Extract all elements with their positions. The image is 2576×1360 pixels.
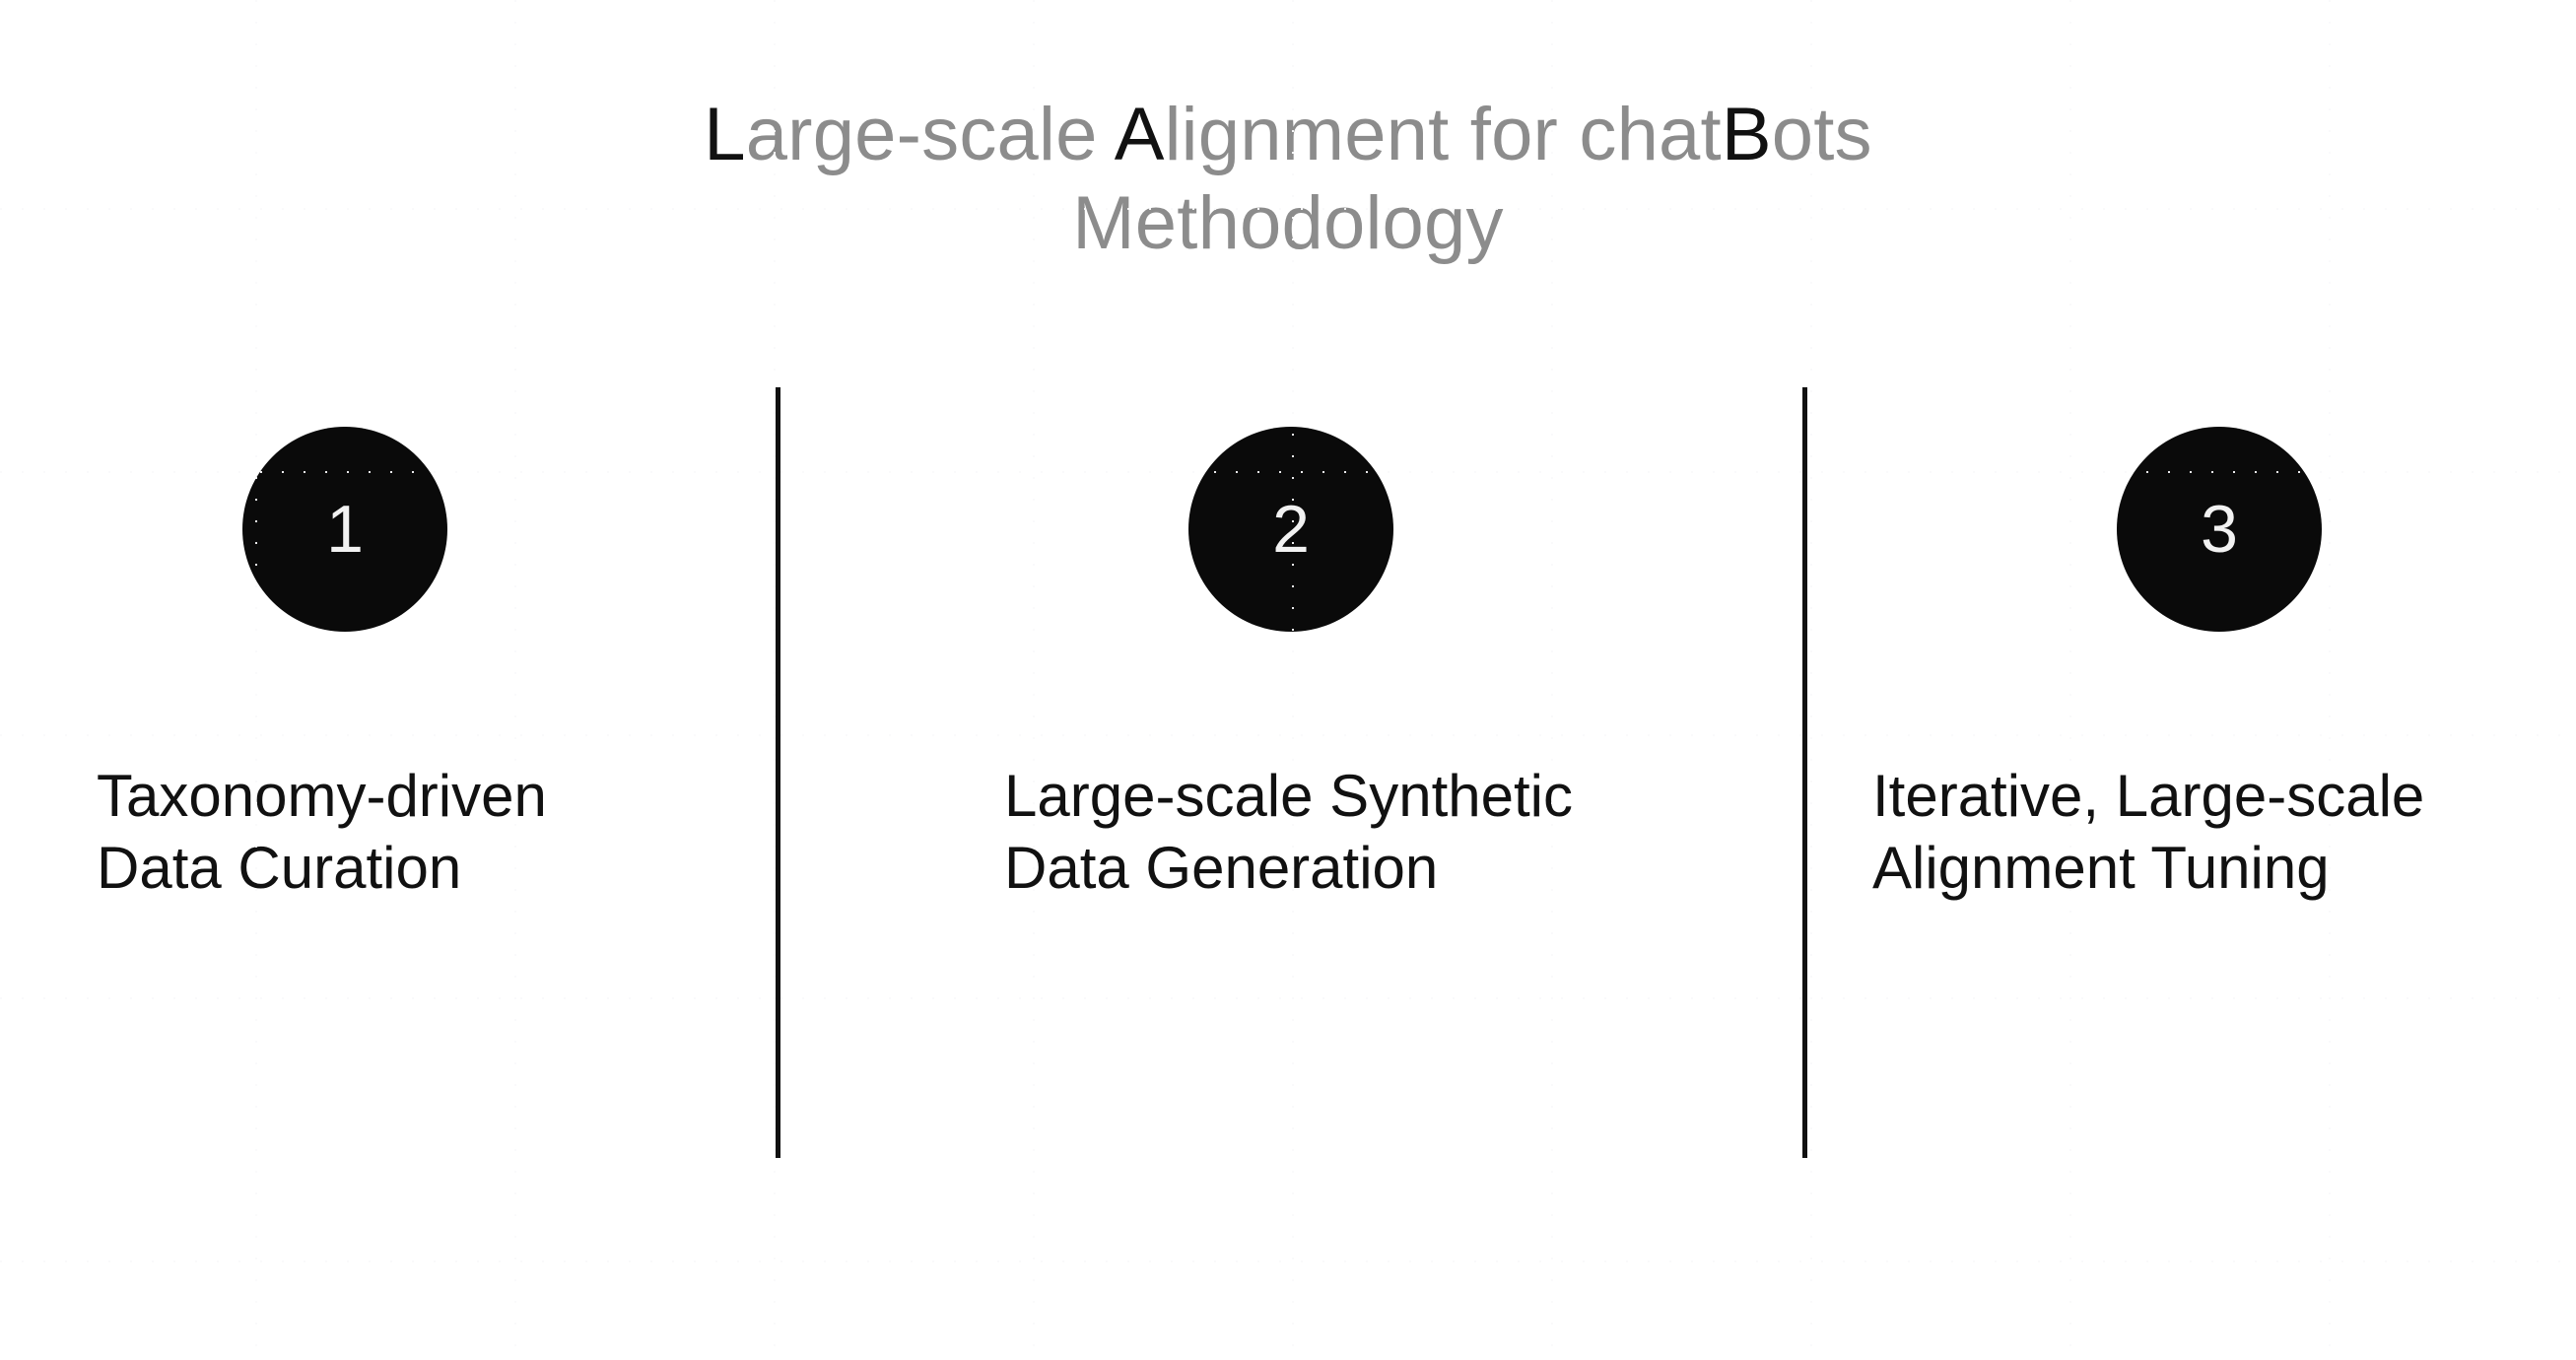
title-text-3: ots xyxy=(1771,93,1872,176)
step-2-label: Large-scale Synthetic Data Generation xyxy=(1004,763,1573,902)
step-3-label: Iterative, Large-scale Alignment Tuning xyxy=(1872,763,2425,902)
step-1-bullet: 1 xyxy=(242,427,447,632)
page-subtitle: Methodology xyxy=(1072,180,1504,265)
step-1-label: Taxonomy-driven Data Curation xyxy=(97,763,547,902)
title-text-2: lignment for chat xyxy=(1164,93,1722,176)
title-accent-b: B xyxy=(1721,93,1772,176)
step-2-bullet: 2 xyxy=(1188,427,1393,632)
title-accent-a: A xyxy=(1114,93,1165,176)
column-divider-2 xyxy=(1802,387,1807,1158)
title-accent-l: L xyxy=(704,93,746,176)
step-2-number: 2 xyxy=(1272,492,1310,567)
step-3-number: 3 xyxy=(2201,492,2238,567)
step-3-bullet: 3 xyxy=(2117,427,2322,632)
column-divider-1 xyxy=(776,387,780,1158)
page-title: Large-scale Alignment for chatBots xyxy=(0,91,2576,179)
title-block: Large-scale Alignment for chatBots Metho… xyxy=(0,91,2576,267)
title-text-1: arge-scale xyxy=(745,93,1115,176)
step-1-number: 1 xyxy=(326,492,364,567)
